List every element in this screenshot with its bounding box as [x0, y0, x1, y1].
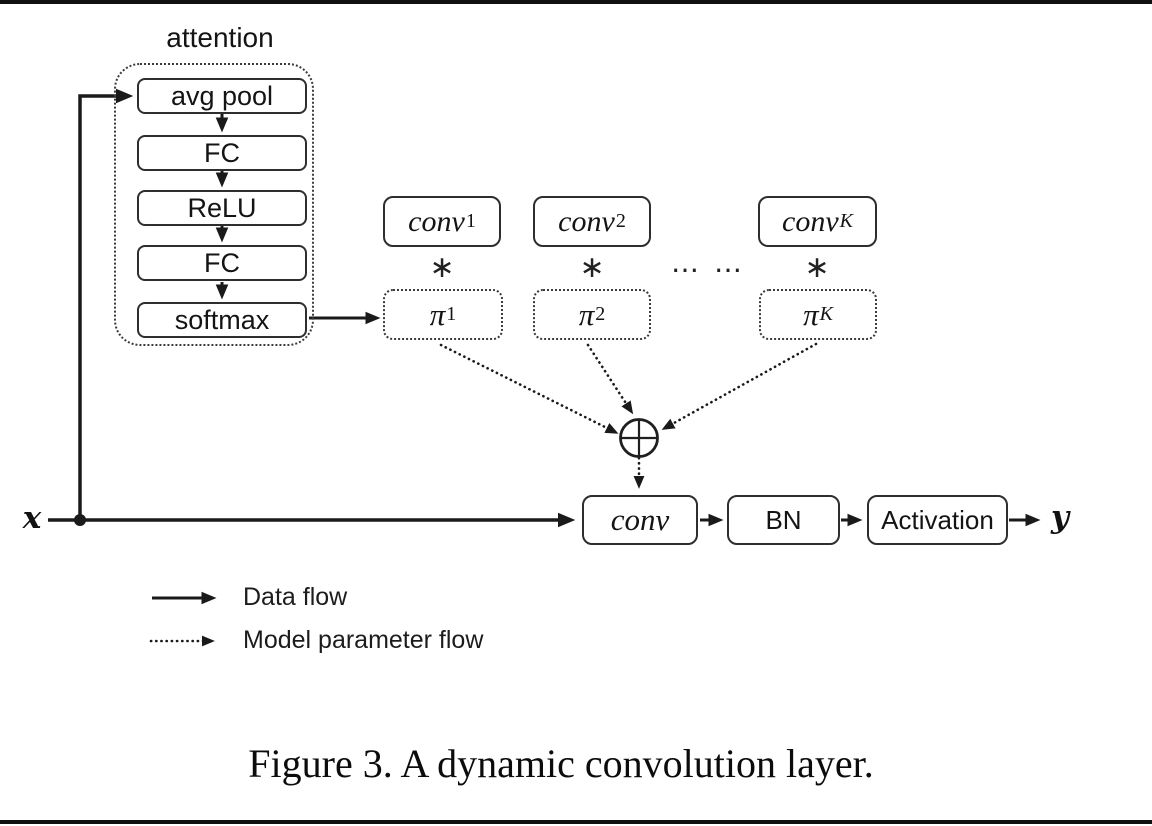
conv-2-subscript: 2 — [615, 210, 626, 232]
legend-parameter-flow-label: Model parameter flow — [243, 626, 484, 654]
convolve-operator-1: ∗ — [429, 249, 455, 285]
ellipsis: … … — [671, 246, 745, 279]
conv-1-subscript: 1 — [465, 210, 476, 232]
convolve-operator-2: ∗ — [579, 249, 605, 285]
pi-2-subscript: 2 — [595, 303, 606, 325]
node-conv: conv — [582, 495, 698, 545]
conv-k-label: conv — [782, 204, 839, 238]
pi-1-subscript: 1 — [446, 303, 457, 325]
pi-1-label: π — [429, 296, 446, 332]
node-activation: Activation — [867, 495, 1008, 545]
conv-2-label: conv — [558, 204, 615, 238]
sum-node — [619, 418, 659, 458]
pi-k-label: π — [803, 296, 819, 332]
pi-2-label: π — [578, 296, 595, 332]
node-softmax: softmax — [137, 302, 307, 338]
pi-k-subscript: K — [819, 303, 833, 325]
conv-k-subscript: K — [839, 210, 853, 232]
attention-group-label: attention — [166, 22, 274, 53]
input-label: x — [22, 500, 42, 536]
node-relu: ReLU — [137, 190, 307, 226]
conv-label: conv — [610, 502, 670, 537]
input-branch-arrow — [78, 88, 134, 519]
top-rule — [0, 0, 1152, 4]
node-bn: BN — [727, 495, 840, 545]
convolve-operator-k: ∗ — [804, 249, 830, 285]
output-label: y — [1050, 499, 1069, 535]
attention-container — [114, 63, 314, 346]
node-avg-pool: avg pool — [137, 78, 307, 114]
node-fc-2: FC — [137, 245, 307, 281]
parameter-flow-arrows — [439, 342, 818, 489]
node-fc-1: FC — [137, 135, 307, 171]
legend-data-flow-label: Data flow — [243, 583, 348, 611]
figure-caption: Figure 3. A dynamic convolution layer. — [248, 741, 874, 786]
conv-1-label: conv — [408, 204, 465, 238]
bottom-rule — [0, 820, 1152, 824]
